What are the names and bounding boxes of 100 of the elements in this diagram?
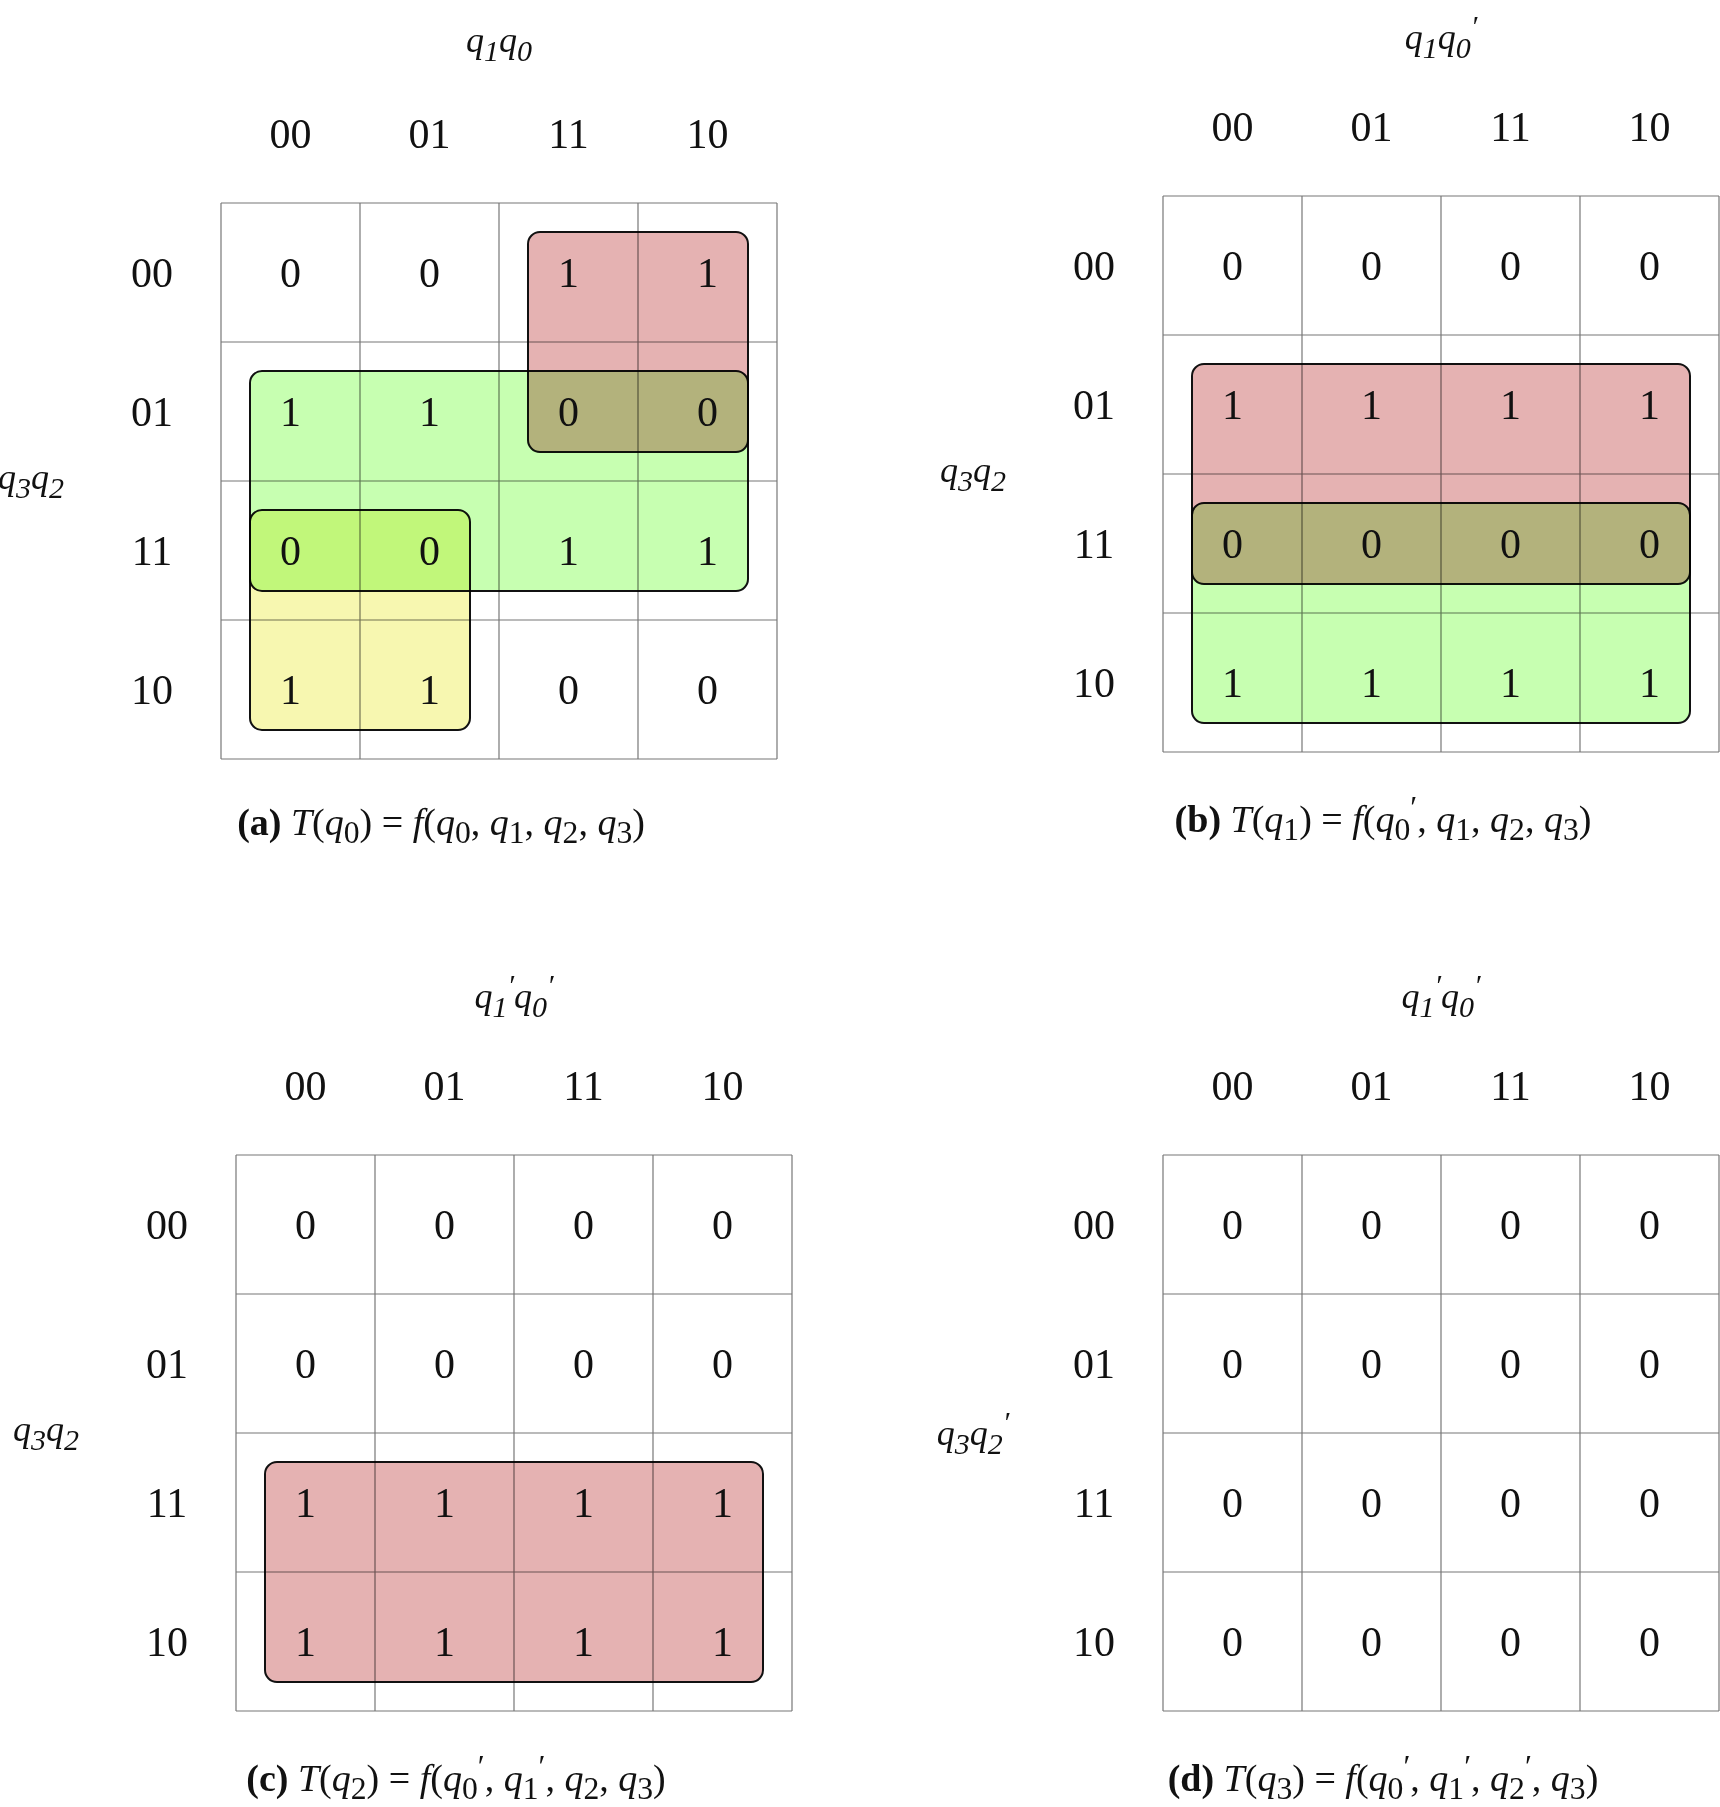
cell-value: 1 (573, 1620, 594, 1663)
cell-value: 0 (1222, 1620, 1243, 1663)
row-header: 10 (131, 668, 173, 711)
cell-value: 1 (1500, 661, 1521, 704)
cell-value: 0 (1361, 522, 1382, 565)
cell-value: 1 (1639, 661, 1660, 704)
cell-value: 0 (573, 1203, 594, 1246)
cell-value: 1 (280, 390, 301, 433)
cell-value: 0 (280, 529, 301, 572)
cell-value: 0 (1222, 1203, 1243, 1246)
cell-value: 0 (1361, 244, 1382, 287)
cell-value: 0 (419, 251, 440, 294)
row-header: 00 (1073, 244, 1115, 287)
column-header: 11 (548, 113, 589, 155)
column-header: 11 (1490, 1065, 1531, 1107)
cell-value: 0 (1361, 1481, 1382, 1524)
cell-value: 0 (1222, 244, 1243, 287)
row-header: 01 (1073, 383, 1115, 426)
cell-value: 0 (1222, 1481, 1243, 1524)
cell-value: 0 (712, 1203, 733, 1246)
cell-value: 1 (280, 668, 301, 711)
column-header: 01 (423, 1065, 466, 1107)
row-header: 10 (146, 1620, 188, 1663)
cell-value: 0 (434, 1342, 455, 1385)
cell-value: 0 (558, 668, 579, 711)
row-header: 10 (1073, 1620, 1115, 1663)
cell-value: 1 (558, 529, 579, 572)
row-header: 10 (1073, 661, 1115, 704)
cell-value: 1 (697, 251, 718, 294)
cell-value: 1 (712, 1620, 733, 1663)
row-header: 01 (146, 1342, 188, 1385)
cell-value: 0 (1639, 244, 1660, 287)
column-header: 11 (1490, 106, 1531, 148)
cell-value: 0 (1639, 1342, 1660, 1385)
grouping-rectangle (1191, 502, 1691, 724)
row-header: 00 (131, 251, 173, 294)
cell-value: 0 (712, 1342, 733, 1385)
cell-value: 0 (1639, 1481, 1660, 1524)
cell-value: 0 (295, 1342, 316, 1385)
cell-value: 0 (1222, 522, 1243, 565)
row-header: 11 (146, 1481, 188, 1524)
grouping-rectangle (249, 509, 471, 731)
cell-value: 0 (1361, 1342, 1382, 1385)
subfigure-caption: (a) T(q$_{0}$) = f(q$_{0}$, q$_{1}$, q$_{2}$, q$_{3}$) (237, 802, 645, 850)
cell-value: 0 (295, 1203, 316, 1246)
cell-value: 0 (1500, 1203, 1521, 1246)
cell-value: 1 (1361, 383, 1382, 426)
column-header: 10 (686, 113, 729, 155)
cell-value: 0 (434, 1203, 455, 1246)
cell-value: 1 (712, 1481, 733, 1524)
cell-value: 0 (573, 1342, 594, 1385)
cell-value: 0 (280, 251, 301, 294)
cell-value: 0 (1500, 1481, 1521, 1524)
cell-value: 0 (419, 529, 440, 572)
column-header: 01 (408, 113, 451, 155)
column-header: 00 (1211, 1065, 1254, 1107)
cell-value: 0 (1500, 1342, 1521, 1385)
row-header: 01 (131, 390, 173, 433)
row-header: 00 (146, 1203, 188, 1246)
column-header: 10 (701, 1065, 744, 1107)
cell-value: 0 (697, 390, 718, 433)
cell-value: 1 (558, 251, 579, 294)
cell-value: 1 (419, 668, 440, 711)
cell-value: 0 (1500, 522, 1521, 565)
column-header: 11 (563, 1065, 604, 1107)
cell-value: 1 (295, 1481, 316, 1524)
cell-value: 1 (1222, 661, 1243, 704)
cell-value: 0 (1361, 1203, 1382, 1246)
column-header: 00 (284, 1065, 327, 1107)
cell-value: 0 (1639, 1620, 1660, 1663)
cell-value: 1 (434, 1481, 455, 1524)
cell-value: 1 (697, 529, 718, 572)
cell-value: 1 (1222, 383, 1243, 426)
column-header: 10 (1628, 106, 1671, 148)
column-header: 00 (269, 113, 312, 155)
column-variable-label: q$_{1}$q$_{0}$ (466, 22, 532, 66)
row-header: 01 (1073, 1342, 1115, 1385)
subfigure-caption: (b) T(q$_{1}$) = f(q$_{0}$$^{′}$, q$_{1}$, q$_{2}$, q$_{3}$) (1174, 792, 1592, 846)
row-header: 00 (1073, 1203, 1115, 1246)
cell-value: 1 (573, 1481, 594, 1524)
row-variable-label: q$_{3}$q$_{2}$ (940, 452, 1006, 496)
row-header: 11 (131, 529, 173, 572)
subfigure-caption: (d) T(q$_{3}$) = f(q$_{0}$$^{′}$, q$_{1}$$^{′}$, q$_{2}$$^{′}$, q$_{3}$) (1167, 1751, 1599, 1805)
cell-value: 1 (295, 1620, 316, 1663)
cell-value: 0 (1639, 1203, 1660, 1246)
cell-value: 1 (1361, 661, 1382, 704)
column-header: 10 (1628, 1065, 1671, 1107)
cell-value: 0 (1361, 1620, 1382, 1663)
cell-value: 0 (697, 668, 718, 711)
cell-value: 0 (1222, 1342, 1243, 1385)
cell-value: 1 (1639, 383, 1660, 426)
cell-value: 1 (419, 390, 440, 433)
column-header: 01 (1350, 1065, 1393, 1107)
cell-value: 0 (558, 390, 579, 433)
subfigure-caption: (c) T(q$_{2}$) = f(q$_{0}$$^{′}$, q$_{1}$$^{′}$, q$_{2}$, q$_{3}$) (246, 1751, 666, 1805)
row-variable-label: q$_{3}$q$_{2}$ (13, 1411, 79, 1455)
cell-value: 0 (1500, 1620, 1521, 1663)
column-header: 01 (1350, 106, 1393, 148)
row-header: 11 (1073, 1481, 1115, 1524)
column-header: 00 (1211, 106, 1254, 148)
